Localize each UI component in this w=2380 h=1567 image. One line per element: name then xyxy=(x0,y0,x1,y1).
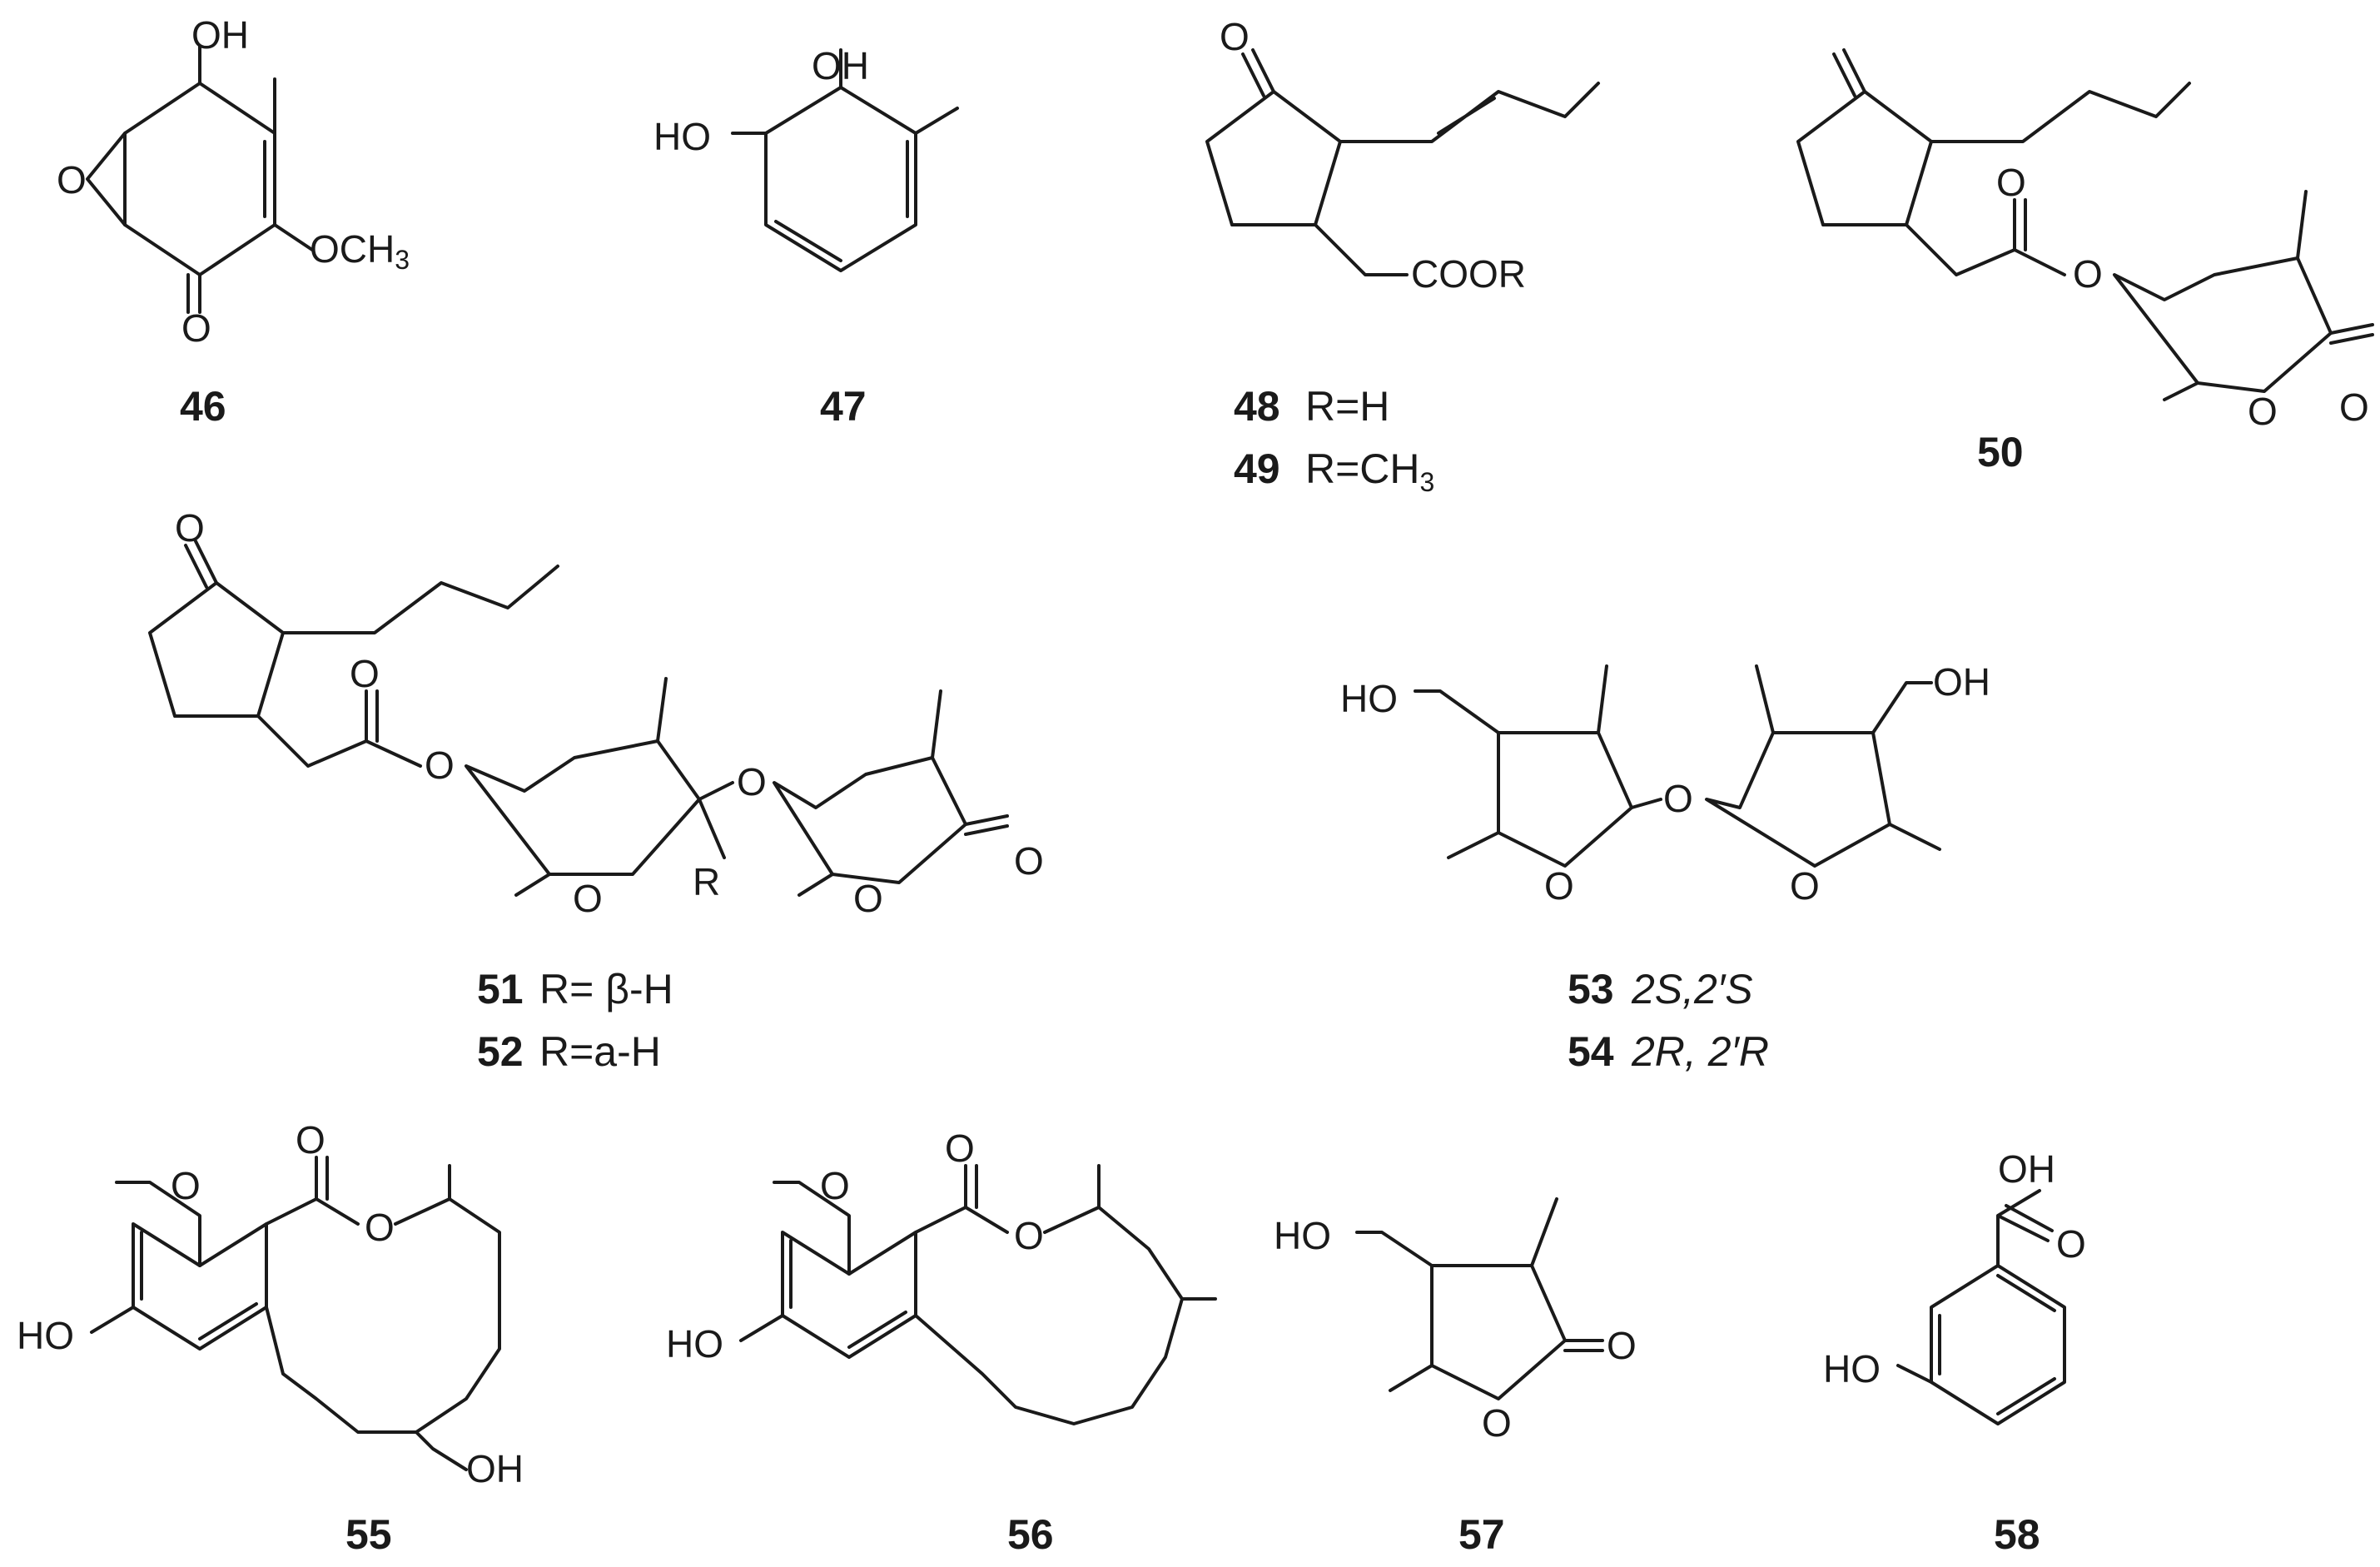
atom-label-o: O xyxy=(1663,777,1693,820)
atom-label-o: O xyxy=(425,744,455,787)
compound-descriptor-54: 2R, 2′R xyxy=(1631,1028,1769,1075)
atom-label-o: O xyxy=(945,1127,975,1170)
compound-number-49: 49 xyxy=(1234,445,1280,492)
atom-label-o: O xyxy=(2056,1222,2086,1266)
atom-label-ho: HO xyxy=(1340,677,1398,720)
compound-number-53: 53 xyxy=(1568,966,1614,1012)
compound-number-54: 54 xyxy=(1568,1028,1614,1075)
atom-label-oh: OH xyxy=(191,13,249,57)
structure-55: O HO O O OH xyxy=(17,1118,524,1490)
atom-label-o: O xyxy=(1220,15,1250,58)
compound-descriptor-48: R=H xyxy=(1305,383,1389,430)
compound-number-56: 56 xyxy=(1007,1511,1054,1558)
structure-53-54: HO O O O OH xyxy=(1340,660,1990,908)
structure-46: OH O OCH3 O xyxy=(57,13,410,350)
atom-label-o: O xyxy=(350,652,380,695)
atom-label-o: O xyxy=(1607,1324,1637,1367)
compound-number-46: 46 xyxy=(180,383,226,430)
atom-label-ho: HO xyxy=(17,1314,74,1357)
atom-label-o: O xyxy=(2339,386,2369,429)
atom-label-o: O xyxy=(57,158,87,201)
compound-number-47: 47 xyxy=(820,383,867,430)
compound-number-51: 51 xyxy=(477,966,524,1012)
compound-descriptor-51: R= β-H xyxy=(539,966,673,1012)
compound-number-58: 58 xyxy=(1994,1511,2040,1558)
atom-label-o: O xyxy=(365,1206,395,1249)
atom-label-o: O xyxy=(2248,390,2278,433)
compound-descriptor-53: 2S,2′S xyxy=(1631,966,1753,1012)
atom-label-r: R xyxy=(693,860,720,903)
structure-48-49: O COOR xyxy=(1205,15,1600,296)
atom-label-o: O xyxy=(1482,1401,1512,1445)
atom-label-o: O xyxy=(175,506,205,550)
atom-label-o: O xyxy=(1014,1214,1044,1257)
atom-label-och3: OCH3 xyxy=(310,227,410,275)
atom-label-o: O xyxy=(181,306,211,350)
structure-56: O HO O O xyxy=(666,1127,1217,1425)
structure-47: OH HO xyxy=(653,44,959,272)
atom-label-ho: HO xyxy=(666,1322,723,1366)
atom-label-coor: COOR xyxy=(1411,252,1526,296)
compound-number-52: 52 xyxy=(477,1028,524,1075)
compound-number-57: 57 xyxy=(1458,1511,1505,1558)
atom-label-o: O xyxy=(1014,839,1044,883)
atom-label-o: O xyxy=(171,1164,201,1207)
atom-label-o: O xyxy=(296,1118,325,1162)
atom-label-oh: OH xyxy=(1998,1147,2055,1191)
atom-label-o: O xyxy=(2073,252,2103,296)
atom-label-ho: HO xyxy=(1823,1347,1881,1390)
atom-label-oh: OH xyxy=(812,44,869,87)
compound-descriptor-49: R=CH3 xyxy=(1305,445,1434,497)
atom-label-o: O xyxy=(853,877,883,920)
atom-label-o: O xyxy=(820,1164,850,1207)
structure-57: HO O O xyxy=(1274,1197,1637,1445)
atom-label-o: O xyxy=(1790,864,1820,908)
atom-label-oh: OH xyxy=(1933,660,1990,704)
compound-descriptor-52: R=a-H xyxy=(539,1028,661,1075)
atom-label-o: O xyxy=(1996,161,2026,204)
compound-number-55: 55 xyxy=(345,1511,392,1558)
atom-label-o: O xyxy=(573,877,603,920)
compound-number-48: 48 xyxy=(1234,383,1280,430)
atom-label-ho: HO xyxy=(1274,1214,1331,1257)
atom-label-oh: OH xyxy=(466,1447,524,1490)
structure-58: OH O HO xyxy=(1823,1147,2086,1425)
structure-51-52: O O O O R O O O xyxy=(148,506,1044,920)
atom-label-ho: HO xyxy=(653,115,711,158)
compound-number-50: 50 xyxy=(1977,429,2024,475)
atom-label-o: O xyxy=(1544,864,1574,908)
structure-50: O O O O xyxy=(1796,48,2374,433)
atom-label-o: O xyxy=(737,760,767,803)
